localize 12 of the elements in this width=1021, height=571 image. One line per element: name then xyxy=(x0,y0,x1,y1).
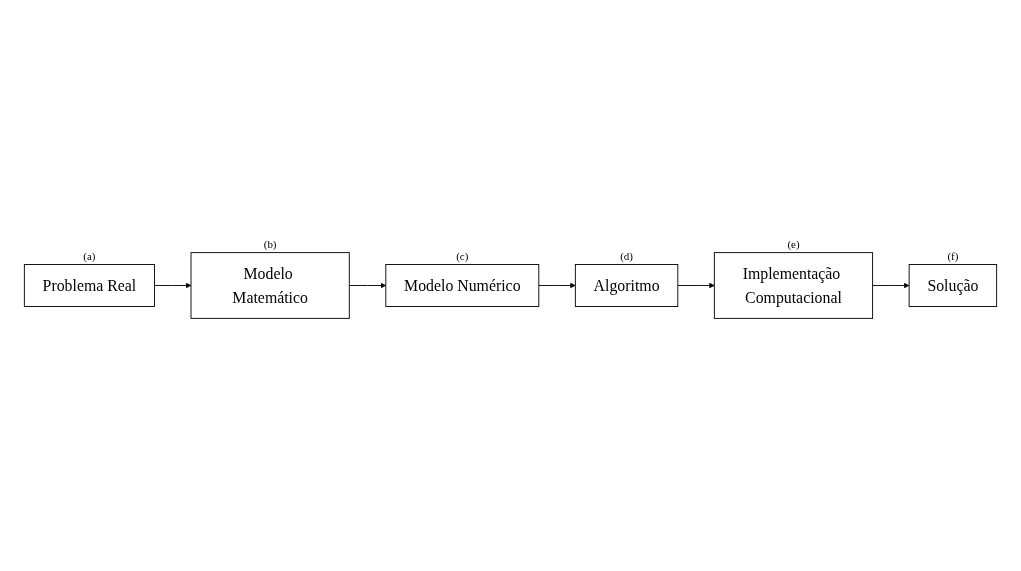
node-box: Modelo Matemático xyxy=(190,252,350,319)
step-letter: (c) xyxy=(456,249,469,262)
step-letter: (b) xyxy=(263,237,277,250)
node-box: Implementação Computacional xyxy=(713,252,874,319)
step-letter: (a) xyxy=(83,249,96,262)
node-box: Modelo Numérico xyxy=(385,264,540,307)
node-box: Solução xyxy=(908,264,998,307)
node-box: Problema Real xyxy=(23,264,155,307)
step-letter: (f) xyxy=(947,249,959,262)
step-letter: (e) xyxy=(787,237,800,250)
node-box: Algoritmo xyxy=(574,264,679,307)
step-letter: (d) xyxy=(620,249,633,262)
